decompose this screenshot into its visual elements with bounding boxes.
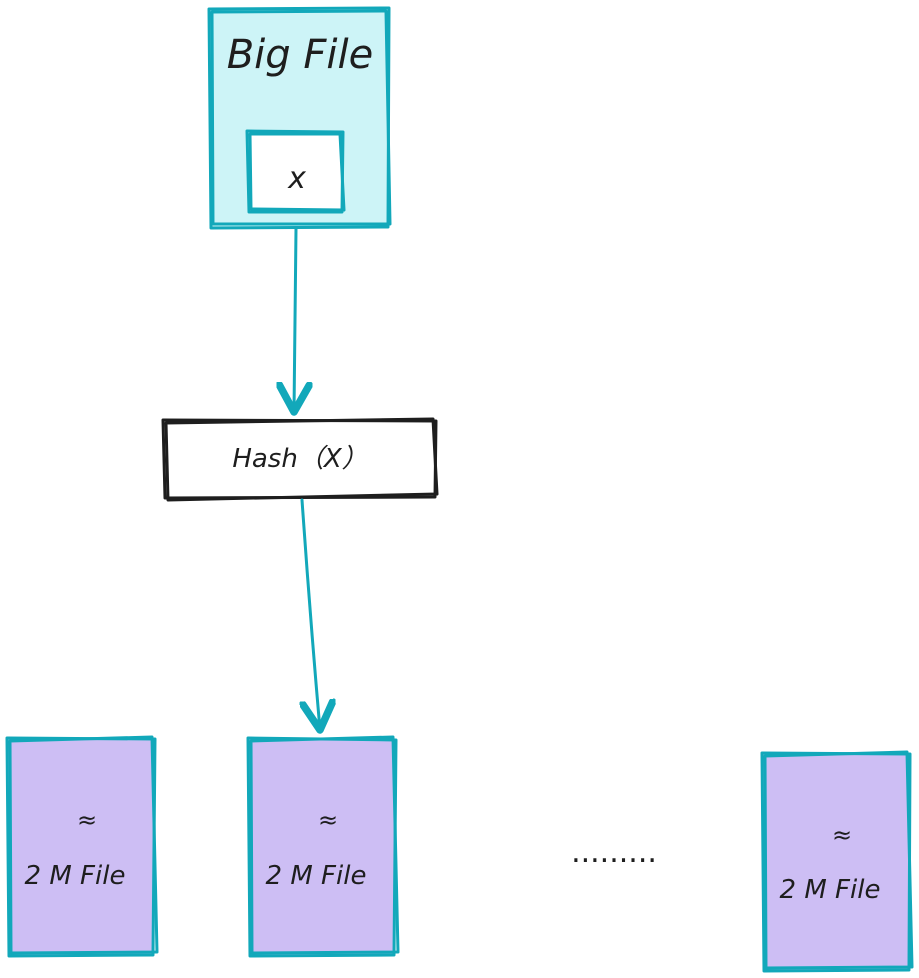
big-file-title: Big File [227, 32, 374, 78]
chunk-box-3[interactable]: ≈ 2 M File [760, 750, 914, 973]
inner-x-box-outline-sketch [248, 132, 346, 212]
chunk-1-label: 2 M File [25, 861, 126, 891]
big-file-box[interactable]: Big File x [207, 6, 392, 230]
chunk-1-approx: ≈ [77, 806, 97, 834]
chunk-box-1-outline-sketch [8, 735, 159, 955]
hash-box-fill [164, 421, 436, 497]
chunk-box-1[interactable]: ≈ 2 M File [5, 735, 159, 958]
chunk-3-label: 2 M File [780, 875, 881, 905]
chunk-box-1-fill [8, 739, 154, 955]
arrow-hash-to-chunk [302, 498, 320, 730]
chunk-2-label: 2 M File [266, 861, 367, 891]
inner-x-label: x [287, 161, 306, 196]
inner-x-box-outline [245, 129, 345, 214]
chunk-box-2-outline-sketch [249, 735, 400, 955]
hash-label: Hash（X） [232, 444, 367, 474]
arrow-bigfile-to-hash [294, 227, 296, 412]
inner-x-box[interactable]: x [245, 129, 346, 214]
big-file-box-outline-sketch [210, 9, 392, 226]
big-file-box-outline [207, 6, 391, 230]
chunk-2-approx: ≈ [318, 806, 338, 834]
ellipsis-dots: ......... [571, 835, 657, 870]
chunk-box-2-fill [249, 739, 395, 955]
chunk-box-2[interactable]: ≈ 2 M File [246, 735, 400, 958]
chunk-box-3-fill [763, 754, 909, 970]
hash-box-outline-sketch [164, 417, 439, 502]
inner-x-box-fill [248, 132, 342, 212]
chunk-box-3-outline-sketch [763, 750, 914, 970]
chunk-3-approx: ≈ [832, 821, 852, 849]
hash-box[interactable]: Hash（X） [161, 417, 439, 502]
